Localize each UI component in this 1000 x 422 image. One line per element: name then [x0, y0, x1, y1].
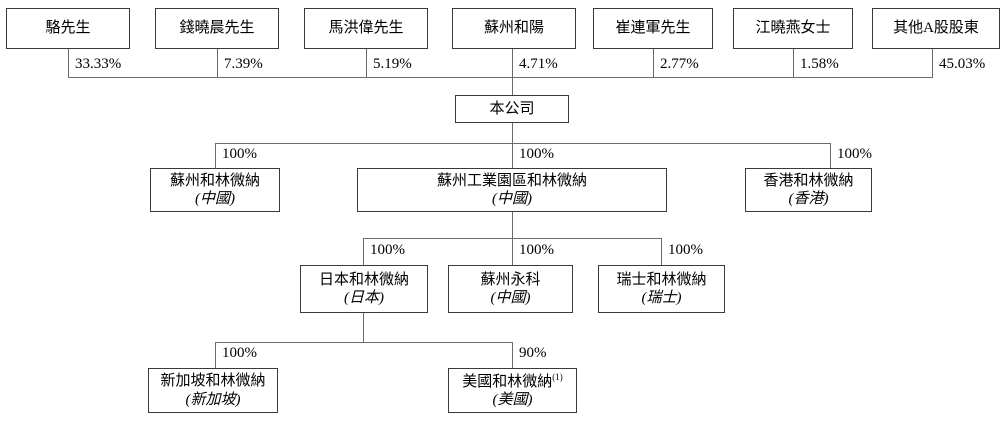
- shareholder-box-ma[interactable]: 馬洪偉先生: [304, 8, 428, 49]
- shareholder-box-cui[interactable]: 崔連軍先生: [593, 8, 713, 49]
- shareholder-name: 江曉燕女士: [755, 20, 831, 37]
- percent-label-sip-helin: 100%: [517, 146, 556, 163]
- connector-drop-singapore-helin: [215, 342, 216, 368]
- percent-label-luo: 33.33%: [73, 56, 124, 73]
- connector-drop-swiss-helin: [661, 238, 662, 265]
- percent-label-cui: 2.77%: [658, 56, 701, 73]
- shareholder-name: 其他A股股東: [893, 20, 979, 37]
- subsidiary-name: 美國和林微納(1): [462, 372, 563, 391]
- connector-company-to-bus2: [512, 123, 513, 143]
- subsidiary-location: (中國): [195, 191, 235, 207]
- connector-bus-to-company: [512, 77, 513, 95]
- subsidiary-box-sip-helin[interactable]: 蘇州工業園區和林微納 (中國): [357, 168, 667, 212]
- shareholder-name: 駱先生: [45, 20, 91, 37]
- subsidiary-location: (香港): [788, 191, 829, 207]
- connector-drop-other: [932, 49, 933, 77]
- subsidiary-box-suzhou-helin[interactable]: 蘇州和林微納 (中國): [150, 168, 280, 212]
- connector-drop-sip-helin: [512, 143, 513, 168]
- subsidiary-location: (新加坡): [185, 391, 241, 408]
- connector-drop-cui: [653, 49, 654, 77]
- subsidiary-name: 蘇州工業園區和林微納: [436, 172, 587, 189]
- connector-drop-japan-helin: [363, 238, 364, 265]
- connector-drop-luo: [68, 49, 69, 77]
- company-box-parent[interactable]: 本公司: [455, 95, 569, 123]
- connector-drop-heyang: [512, 49, 513, 77]
- subsidiary-box-hk-helin[interactable]: 香港和林微納 (香港): [745, 168, 872, 212]
- percent-label-suzhou-helin: 100%: [220, 146, 259, 163]
- connector-drop-suzhou-yongke: [512, 238, 513, 265]
- subsidiary-location: (瑞士): [641, 290, 682, 306]
- subsidiary-box-suzhou-yongke[interactable]: 蘇州永科 (中國): [448, 265, 573, 313]
- connector-drop-jiang: [793, 49, 794, 77]
- connector-drop-qian: [217, 49, 218, 77]
- subsidiary-box-japan-helin[interactable]: 日本和林微納 (日本): [300, 265, 428, 313]
- percent-label-japan-helin: 100%: [368, 242, 407, 259]
- subsidiary-box-singapore-helin[interactable]: 新加坡和林微納 (新加坡): [148, 368, 278, 413]
- subsidiary-name: 瑞士和林微納: [616, 271, 707, 288]
- percent-label-hk-helin: 100%: [835, 146, 874, 163]
- subsidiary-name: 新加坡和林微納: [160, 373, 266, 390]
- connector-japan-to-bus4: [363, 313, 364, 342]
- subsidiary-location: (中國): [490, 290, 531, 306]
- subsidiary-location: (日本): [344, 290, 384, 306]
- subsidiary-name-text: 美國和林微納: [462, 373, 553, 390]
- subsidiary-name: 香港和林微納: [763, 172, 854, 189]
- shareholder-box-qian[interactable]: 錢曉晨先生: [155, 8, 279, 49]
- percent-label-other: 45.03%: [937, 56, 988, 73]
- percent-label-swiss-helin: 100%: [666, 242, 705, 259]
- connector-drop-ma: [366, 49, 367, 77]
- connector-sip-to-bus3: [512, 212, 513, 238]
- connector-drop-usa-helin: [512, 342, 513, 368]
- subsidiary-name: 蘇州永科: [480, 271, 541, 288]
- shareholder-box-other-a-shares[interactable]: 其他A股股東: [872, 8, 1000, 49]
- subsidiary-name: 蘇州和林微納: [169, 172, 260, 189]
- shareholder-name: 崔連軍先生: [615, 20, 691, 37]
- shareholder-box-luo[interactable]: 駱先生: [6, 8, 130, 49]
- percent-label-heyang: 4.71%: [517, 56, 560, 73]
- footnote-marker: (1): [552, 371, 563, 382]
- subsidiary-box-swiss-helin[interactable]: 瑞士和林微納 (瑞士): [598, 265, 725, 313]
- subsidiary-location: (美國): [492, 392, 533, 408]
- company-name: 本公司: [489, 100, 535, 117]
- shareholder-name: 馬洪偉先生: [328, 20, 404, 37]
- connector-drop-hk-helin: [830, 143, 831, 168]
- percent-label-ma: 5.19%: [371, 56, 414, 73]
- percent-label-suzhou-yongke: 100%: [517, 242, 556, 259]
- connector-bus-level2: [215, 143, 831, 144]
- connector-drop-suzhou-helin: [215, 143, 216, 168]
- shareholder-name: 錢曉晨先生: [179, 20, 255, 37]
- shareholder-name: 蘇州和陽: [483, 20, 544, 37]
- shareholder-box-heyang[interactable]: 蘇州和陽: [452, 8, 576, 49]
- subsidiary-box-usa-helin[interactable]: 美國和林微納(1) (美國): [448, 368, 577, 413]
- shareholder-box-jiang[interactable]: 江曉燕女士: [733, 8, 853, 49]
- percent-label-singapore-helin: 100%: [220, 345, 259, 362]
- percent-label-jiang: 1.58%: [798, 56, 841, 73]
- subsidiary-name: 日本和林微納: [318, 271, 409, 288]
- percent-label-usa-helin: 90%: [517, 345, 549, 362]
- subsidiary-location: (中國): [492, 191, 532, 207]
- connector-bus-level4: [215, 342, 512, 343]
- connector-bus-shareholders: [68, 77, 933, 78]
- percent-label-qian: 7.39%: [222, 56, 265, 73]
